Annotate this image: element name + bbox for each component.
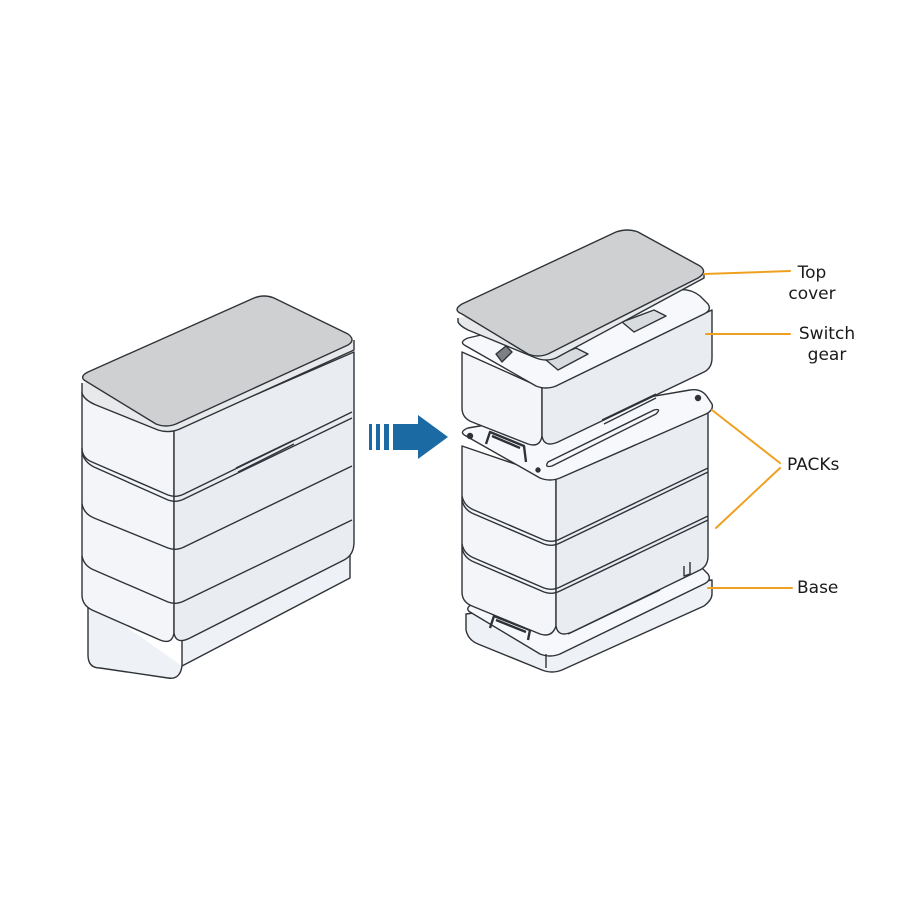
module-line	[81, 519, 353, 604]
switch-side-slot	[601, 393, 657, 421]
packs-stack	[461, 388, 714, 636]
assembled-battery	[81, 295, 355, 679]
label-packs: PACKs	[787, 455, 840, 475]
callout-lines	[703, 270, 793, 589]
pack-line	[461, 467, 709, 542]
module-line	[81, 417, 353, 502]
right-arrow-icon	[369, 415, 448, 459]
switch-connector	[495, 345, 513, 363]
pack-top-slot	[545, 408, 660, 468]
pack-line	[461, 471, 709, 546]
top-cover-unit	[456, 229, 705, 361]
module-line	[81, 465, 353, 550]
exploded-battery	[456, 229, 714, 673]
assembled-body-side	[173, 351, 355, 642]
callout-top-cover	[703, 270, 791, 275]
side-slot	[235, 439, 295, 469]
pack-handle	[484, 430, 528, 463]
pack-line	[461, 519, 709, 594]
switch-handle	[621, 309, 667, 333]
assembled-body-front	[81, 391, 175, 643]
callout-packs-lower	[715, 467, 781, 529]
switch-side-slot	[603, 397, 657, 425]
assembled-top-cover	[81, 295, 353, 427]
label-base: Base	[797, 578, 839, 598]
side-slot	[237, 443, 295, 473]
pack-line	[461, 515, 709, 590]
callout-packs-upper	[711, 409, 781, 464]
